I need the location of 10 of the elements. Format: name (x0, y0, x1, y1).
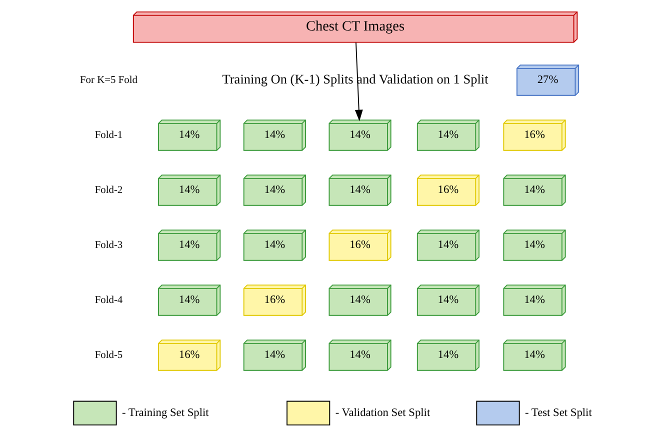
legend-label: - Training Set Split (122, 407, 209, 420)
label: Fold-4 (94, 294, 123, 306)
legend-label: - Validation Set Split (335, 407, 430, 420)
label: Fold-3 (94, 240, 123, 251)
arrow (354, 42, 363, 122)
label: Fold-2 (94, 184, 123, 196)
label: Fold-1 (94, 130, 123, 141)
legend-label: - Test Set Split (525, 407, 592, 420)
label: Fold-5 (94, 350, 123, 361)
label: For K=5 Fold (80, 74, 138, 86)
